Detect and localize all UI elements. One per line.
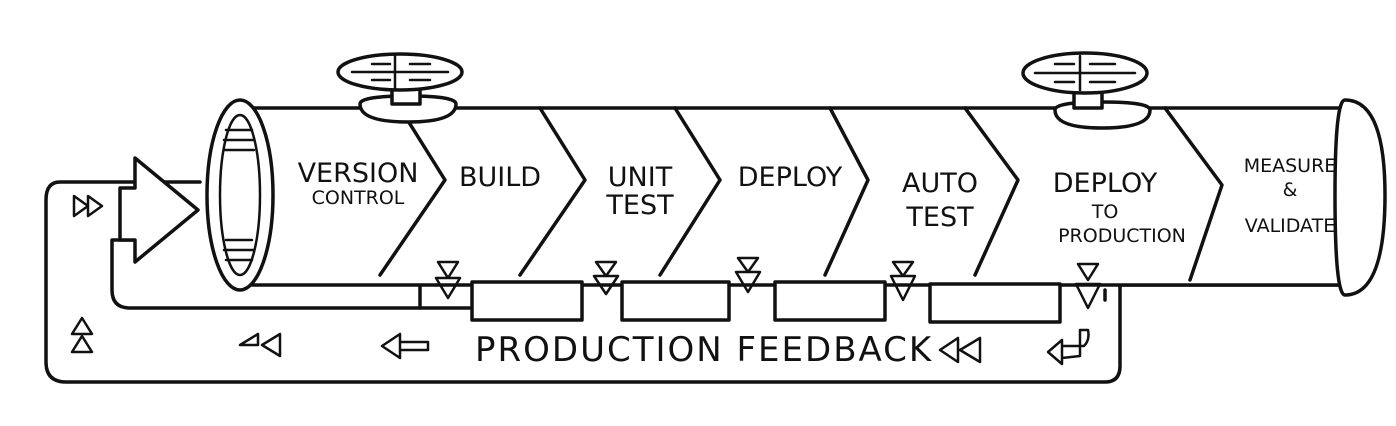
divider-3 <box>658 106 722 277</box>
stage-7-line-3: VALIDATE <box>1245 215 1335 237</box>
valve-left <box>336 52 464 124</box>
return-arrow-icon <box>1046 328 1090 366</box>
stage-3-line-1: UNIT <box>608 162 673 193</box>
down-arrow-icon <box>592 260 620 296</box>
feedback-boxes <box>470 280 1062 324</box>
right-double-arrow-icon <box>72 194 104 218</box>
valve-right <box>1021 51 1152 130</box>
feedback-box-3 <box>773 280 887 322</box>
stage-3-line-2: TEST <box>605 190 674 221</box>
stage-6-line-3: PRODUCTION <box>1058 225 1186 247</box>
down-arrow-icon <box>889 260 917 302</box>
down-arrows <box>434 256 1102 310</box>
feedback-box-1 <box>470 280 584 322</box>
left-double-arrow-icon <box>938 336 982 364</box>
stage-labels: VERSION CONTROL BUILD UNIT TEST DEPLOY A… <box>298 155 1337 247</box>
stage-1-line-1: VERSION <box>298 158 419 189</box>
stage-2-line-1: BUILD <box>459 162 541 193</box>
down-arrow-icon <box>1074 262 1102 310</box>
down-arrow-icon <box>434 260 462 300</box>
left-arrow-icon <box>380 332 430 360</box>
down-arrow-icon <box>734 256 762 294</box>
stage-6-line-2: TO <box>1091 201 1119 223</box>
stage-6-line-1: DEPLOY <box>1053 168 1158 199</box>
stage-7-line-1: MEASURE <box>1244 155 1337 177</box>
feedback-channel <box>44 180 1347 384</box>
divider-4 <box>823 106 870 277</box>
pipe-left-rim <box>205 98 275 292</box>
divider-1 <box>378 106 447 277</box>
feedback-box-4 <box>928 282 1062 324</box>
pipe-left-hatch <box>222 128 256 262</box>
feedback-box-2 <box>620 280 731 322</box>
stage-4-line-1: DEPLOY <box>738 162 843 193</box>
pipe-left-inner <box>218 113 262 277</box>
up-double-arrow-icon <box>70 316 94 354</box>
feedback-label: PRODUCTION FEEDBACK <box>475 330 933 370</box>
stage-dividers <box>378 106 1224 282</box>
pipe-right-cap <box>1333 98 1387 297</box>
entry-arrow-icon <box>118 156 200 264</box>
loop-arrows <box>70 194 1090 366</box>
feedback-channel-inner <box>110 238 422 310</box>
stage-1-line-2: CONTROL <box>312 187 405 209</box>
divider-6 <box>1163 106 1224 282</box>
stage-7-line-2: & <box>1283 179 1298 201</box>
stage-5-line-1: AUTO <box>902 168 978 199</box>
feedback-channel-top <box>418 288 1107 310</box>
divider-2 <box>518 106 587 277</box>
left-double-arrow-icon <box>238 332 282 358</box>
stage-5-line-2: TEST <box>905 202 974 233</box>
divider-5 <box>963 106 1020 277</box>
